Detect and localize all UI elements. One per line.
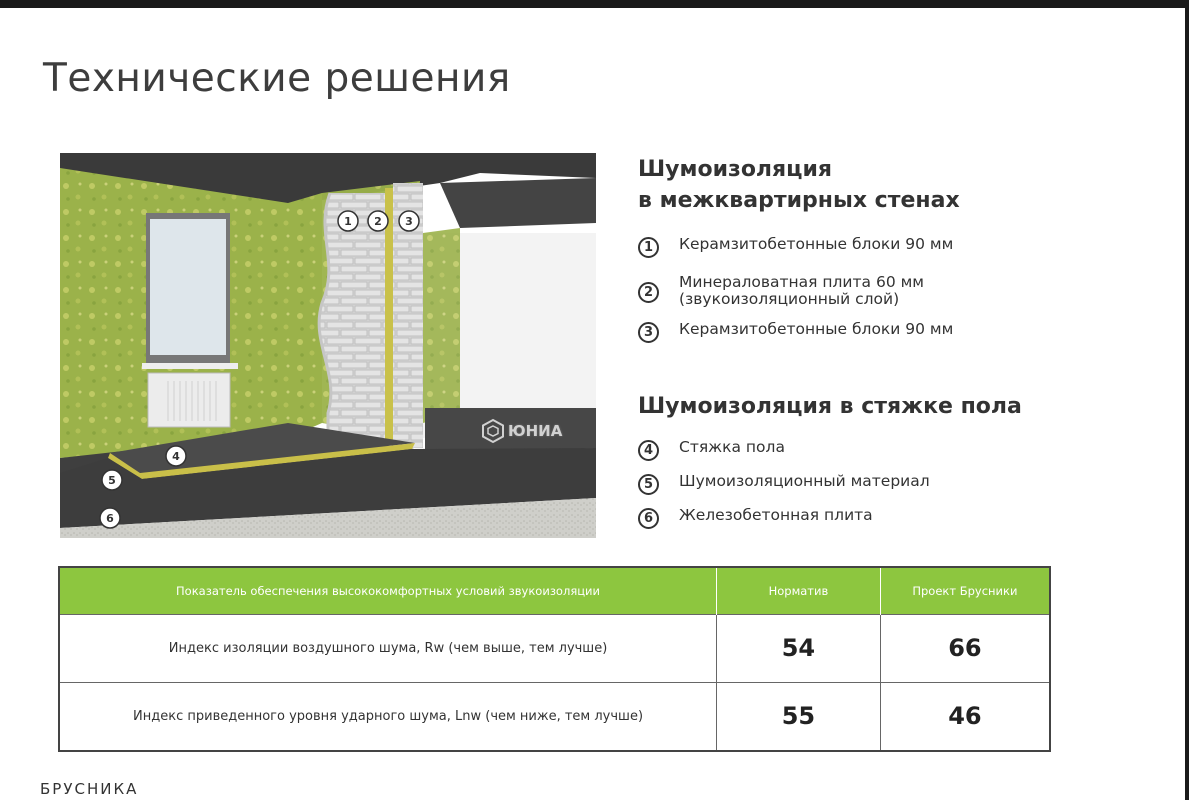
- floor-layer-4: 4 Стяжка пола: [638, 439, 785, 461]
- floor-layer-6-text: Железобетонная плита: [679, 506, 873, 524]
- page: Технические решения: [0, 8, 1189, 800]
- row-1-project: 66: [879, 614, 1051, 683]
- wall-layer-2-text: Минераловатная плита 60 мм (звукоизоляци…: [679, 273, 924, 308]
- brand-logo-text: БРУСНИКА: [40, 780, 139, 798]
- floor-layer-4-text: Стяжка пола: [679, 438, 785, 456]
- wall-layer-1: 1 Керамзитобетонные блоки 90 мм: [638, 236, 953, 258]
- wall-layer-1-text: Керамзитобетонные блоки 90 мм: [679, 235, 954, 253]
- wall-layer-3-text: Керамзитобетонные блоки 90 мм: [679, 320, 954, 338]
- room-cross-section-image: 1 2 3 4 5 6: [60, 153, 596, 538]
- layer-number-4: 4: [638, 440, 659, 461]
- marker-6: 6: [106, 512, 114, 525]
- wall-section-title-line2: в межквартирных стенах: [638, 188, 960, 213]
- row-2-project: 46: [879, 681, 1051, 752]
- marker-2: 2: [374, 215, 382, 228]
- floor-layer-6: 6 Железобетонная плита: [638, 507, 873, 529]
- wall-layer-3: 3 Керамзитобетонные блоки 90 мм: [638, 321, 953, 343]
- table-row: Индекс изоляции воздушного шума, Rw (чем…: [58, 614, 1051, 683]
- marker-5: 5: [108, 474, 116, 487]
- layer-number-2: 2: [638, 282, 659, 303]
- sound-insulation-table: Показатель обеспечения высококомфортных …: [58, 566, 1051, 752]
- wall-section-title-line1: Шумоизоляция: [638, 157, 833, 182]
- marker-3: 3: [405, 215, 413, 228]
- marker-1: 1: [344, 215, 352, 228]
- wall-section-title: Шумоизоляция в межквартирных стенах: [638, 154, 960, 216]
- table-row: Индекс приведенного уровня ударного шума…: [58, 681, 1051, 752]
- layer-number-5: 5: [638, 474, 659, 495]
- marker-4: 4: [172, 450, 180, 463]
- floor-section-title: Шумоизоляция в стяжке пола: [638, 394, 1022, 419]
- row-1-label: Индекс изоляции воздушного шума, Rw (чем…: [58, 614, 718, 683]
- row-2-norm: 55: [716, 681, 881, 752]
- header-indicator: Показатель обеспечения высококомфортных …: [59, 567, 718, 615]
- page-title: Технические решения: [43, 56, 511, 101]
- layer-number-1: 1: [638, 237, 659, 258]
- row-1-norm: 54: [716, 614, 881, 683]
- floor-layer-5-text: Шумоизоляционный материал: [679, 472, 930, 490]
- header-norm: Норматив: [716, 567, 881, 615]
- floor-layer-5: 5 Шумоизоляционный материал: [638, 473, 930, 495]
- row-2-label: Индекс приведенного уровня ударного шума…: [58, 681, 718, 752]
- header-project: Проект Брусники: [880, 567, 1050, 615]
- watermark: ЮНИА: [480, 418, 562, 444]
- wall-layer-2: 2 Минераловатная плита 60 мм (звукоизоля…: [638, 274, 924, 308]
- insulation-illustration: 1 2 3 4 5 6: [60, 153, 596, 538]
- layer-number-3: 3: [638, 322, 659, 343]
- layer-number-6: 6: [638, 508, 659, 529]
- table-header-row: Показатель обеспечения высококомфортных …: [59, 567, 1050, 615]
- watermark-hex-icon: [482, 418, 504, 444]
- watermark-text: ЮНИА: [508, 422, 563, 440]
